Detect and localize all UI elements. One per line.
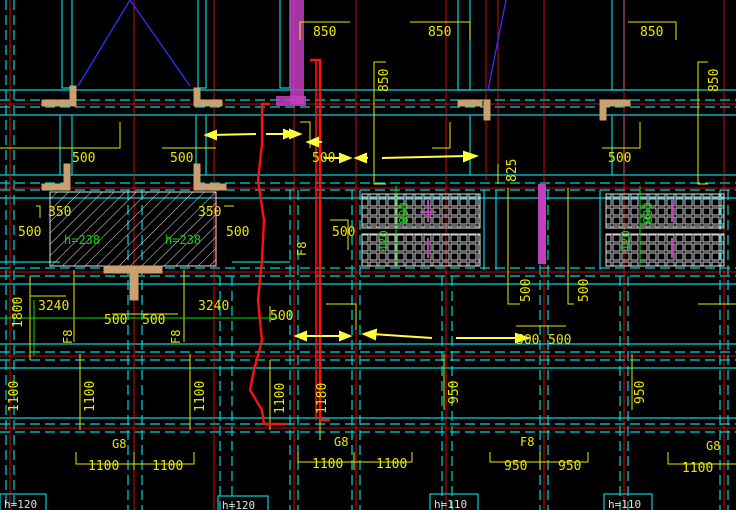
dim-420: 420 <box>619 230 633 252</box>
dim-1100: 1100 <box>83 381 98 412</box>
dim-850: 850 <box>707 69 722 92</box>
dim-500: 500 <box>18 225 41 240</box>
dim-800: 800 <box>397 202 411 224</box>
label-h120: h=120 <box>4 498 37 510</box>
dim-3240: 3240 <box>38 299 69 314</box>
dim-500: 500 <box>332 225 355 240</box>
dim-500: 500 <box>226 225 249 240</box>
dim-950: 950 <box>558 459 581 474</box>
label-h120: h=120 <box>222 499 255 510</box>
dim-825: 825 <box>505 159 520 182</box>
bottom-dimension-texts: 1100 1100 1100 1100 1100 950 950 <box>88 457 713 476</box>
dim-1100: 1100 <box>7 381 22 412</box>
hatched-slab <box>49 191 217 267</box>
label-f8: F8 <box>61 330 75 344</box>
label-f8: F8 <box>520 435 534 449</box>
label-h110: h=110 <box>434 498 467 510</box>
dim-3240: 3240 <box>198 299 229 314</box>
dim-950: 950 <box>633 381 648 404</box>
dim-350: 350 <box>48 205 71 220</box>
bottom-h-labels: h=120 h=120 h=110 h=110 <box>4 498 641 510</box>
dim-500: 500 <box>312 151 335 166</box>
dim-500: 500 <box>519 279 534 302</box>
label-h110: h=110 <box>608 498 641 510</box>
label-f8: F8 <box>169 330 183 344</box>
dimension-lines <box>0 21 736 470</box>
dim-1100: 1100 <box>152 459 183 474</box>
dim-850: 850 <box>428 25 451 40</box>
dim-1100: 1100 <box>312 457 343 472</box>
blue-diagonals <box>77 0 507 91</box>
column-caps <box>41 85 631 301</box>
dim-950: 950 <box>504 459 527 474</box>
label-g8: G8 <box>334 435 348 449</box>
dim-500: 500 <box>142 313 165 328</box>
dim-500: 500 <box>516 333 539 348</box>
dim-500: 500 <box>270 309 293 324</box>
dim-800: 800 <box>641 202 655 224</box>
dim-350: 350 <box>198 205 221 220</box>
label-h238: h=238 <box>64 233 100 247</box>
label-g8: G8 <box>706 439 720 453</box>
label-f8: F8 <box>295 242 309 256</box>
red-cut-line <box>248 58 330 426</box>
dim-500: 500 <box>548 333 571 348</box>
dim-850: 850 <box>640 25 663 40</box>
dim-500: 500 <box>608 151 631 166</box>
yellow-arrows <box>203 128 532 344</box>
green-lines <box>0 186 641 356</box>
dim-950: 950 <box>447 381 462 404</box>
dim-500: 500 <box>72 151 95 166</box>
dim-1180: 1180 <box>315 383 330 414</box>
dim-500: 500 <box>170 151 193 166</box>
dim-1100: 1100 <box>88 459 119 474</box>
dim-1800: 1800 <box>11 297 26 328</box>
label-g8: G8 <box>112 437 126 451</box>
grid-blocks <box>361 193 725 267</box>
dim-420: 420 <box>377 230 391 252</box>
member-labels: G8 G8 G8 F8 F8 F8 F8 <box>61 242 720 453</box>
label-h238: h=238 <box>165 233 201 247</box>
dim-850: 850 <box>377 69 392 92</box>
dimension-texts: 850 850 850 850 850 500 500 500 500 500 … <box>7 25 722 414</box>
dim-500: 500 <box>577 279 592 302</box>
dim-1100: 1100 <box>682 461 713 476</box>
dim-1100: 1100 <box>376 457 407 472</box>
dim-1100: 1100 <box>273 383 288 414</box>
dim-1100: 1100 <box>193 381 208 412</box>
dim-850: 850 <box>313 25 336 40</box>
dim-500: 500 <box>104 313 127 328</box>
green-texts: 800 800 420 420 h=238 h=238 <box>64 202 655 252</box>
